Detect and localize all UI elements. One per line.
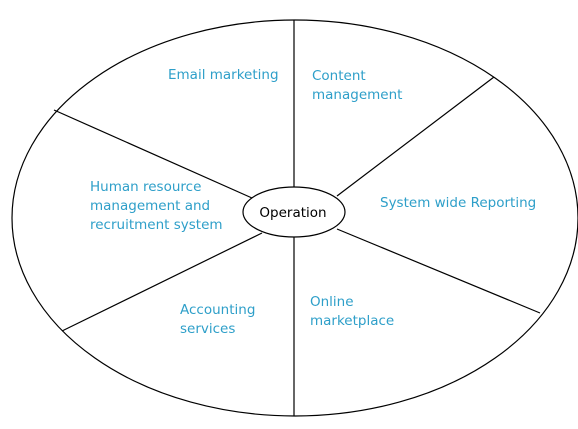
segment-label-hr-recruitment-line-3: recruitment system xyxy=(90,217,223,233)
segment-label-content-management: Content management xyxy=(312,68,402,103)
spoke-lower-right xyxy=(336,228,541,314)
segment-label-hr-recruitment-line-1: Human resource xyxy=(90,179,201,195)
segment-label-system-wide-reporting: System wide Reporting xyxy=(380,195,536,211)
spoke-lower-left xyxy=(61,232,263,332)
center-ellipse xyxy=(242,186,346,238)
segment-label-accounting-services-line-1: Accounting xyxy=(180,302,255,318)
segment-label-hr-recruitment: Human resource management and recruitmen… xyxy=(90,179,223,233)
spoke-upper-left xyxy=(53,109,253,199)
segment-label-email-marketing: Email marketing xyxy=(168,67,279,83)
outer-ellipse xyxy=(11,19,578,417)
segment-label-online-marketplace-line-1: Online xyxy=(310,294,354,310)
spoke-upper-right xyxy=(336,76,495,197)
segment-label-hr-recruitment-line-2: management and xyxy=(90,198,210,214)
segment-label-accounting-services: Accounting services xyxy=(180,302,260,337)
segment-label-content-management-line-1: Content xyxy=(312,68,366,84)
segment-label-online-marketplace: Online marketplace xyxy=(310,294,394,329)
segment-label-online-marketplace-line-2: marketplace xyxy=(310,313,394,329)
center-label: Operation xyxy=(259,205,326,221)
segment-label-accounting-services-line-2: services xyxy=(180,321,235,337)
segment-label-content-management-line-2: management xyxy=(312,87,402,103)
